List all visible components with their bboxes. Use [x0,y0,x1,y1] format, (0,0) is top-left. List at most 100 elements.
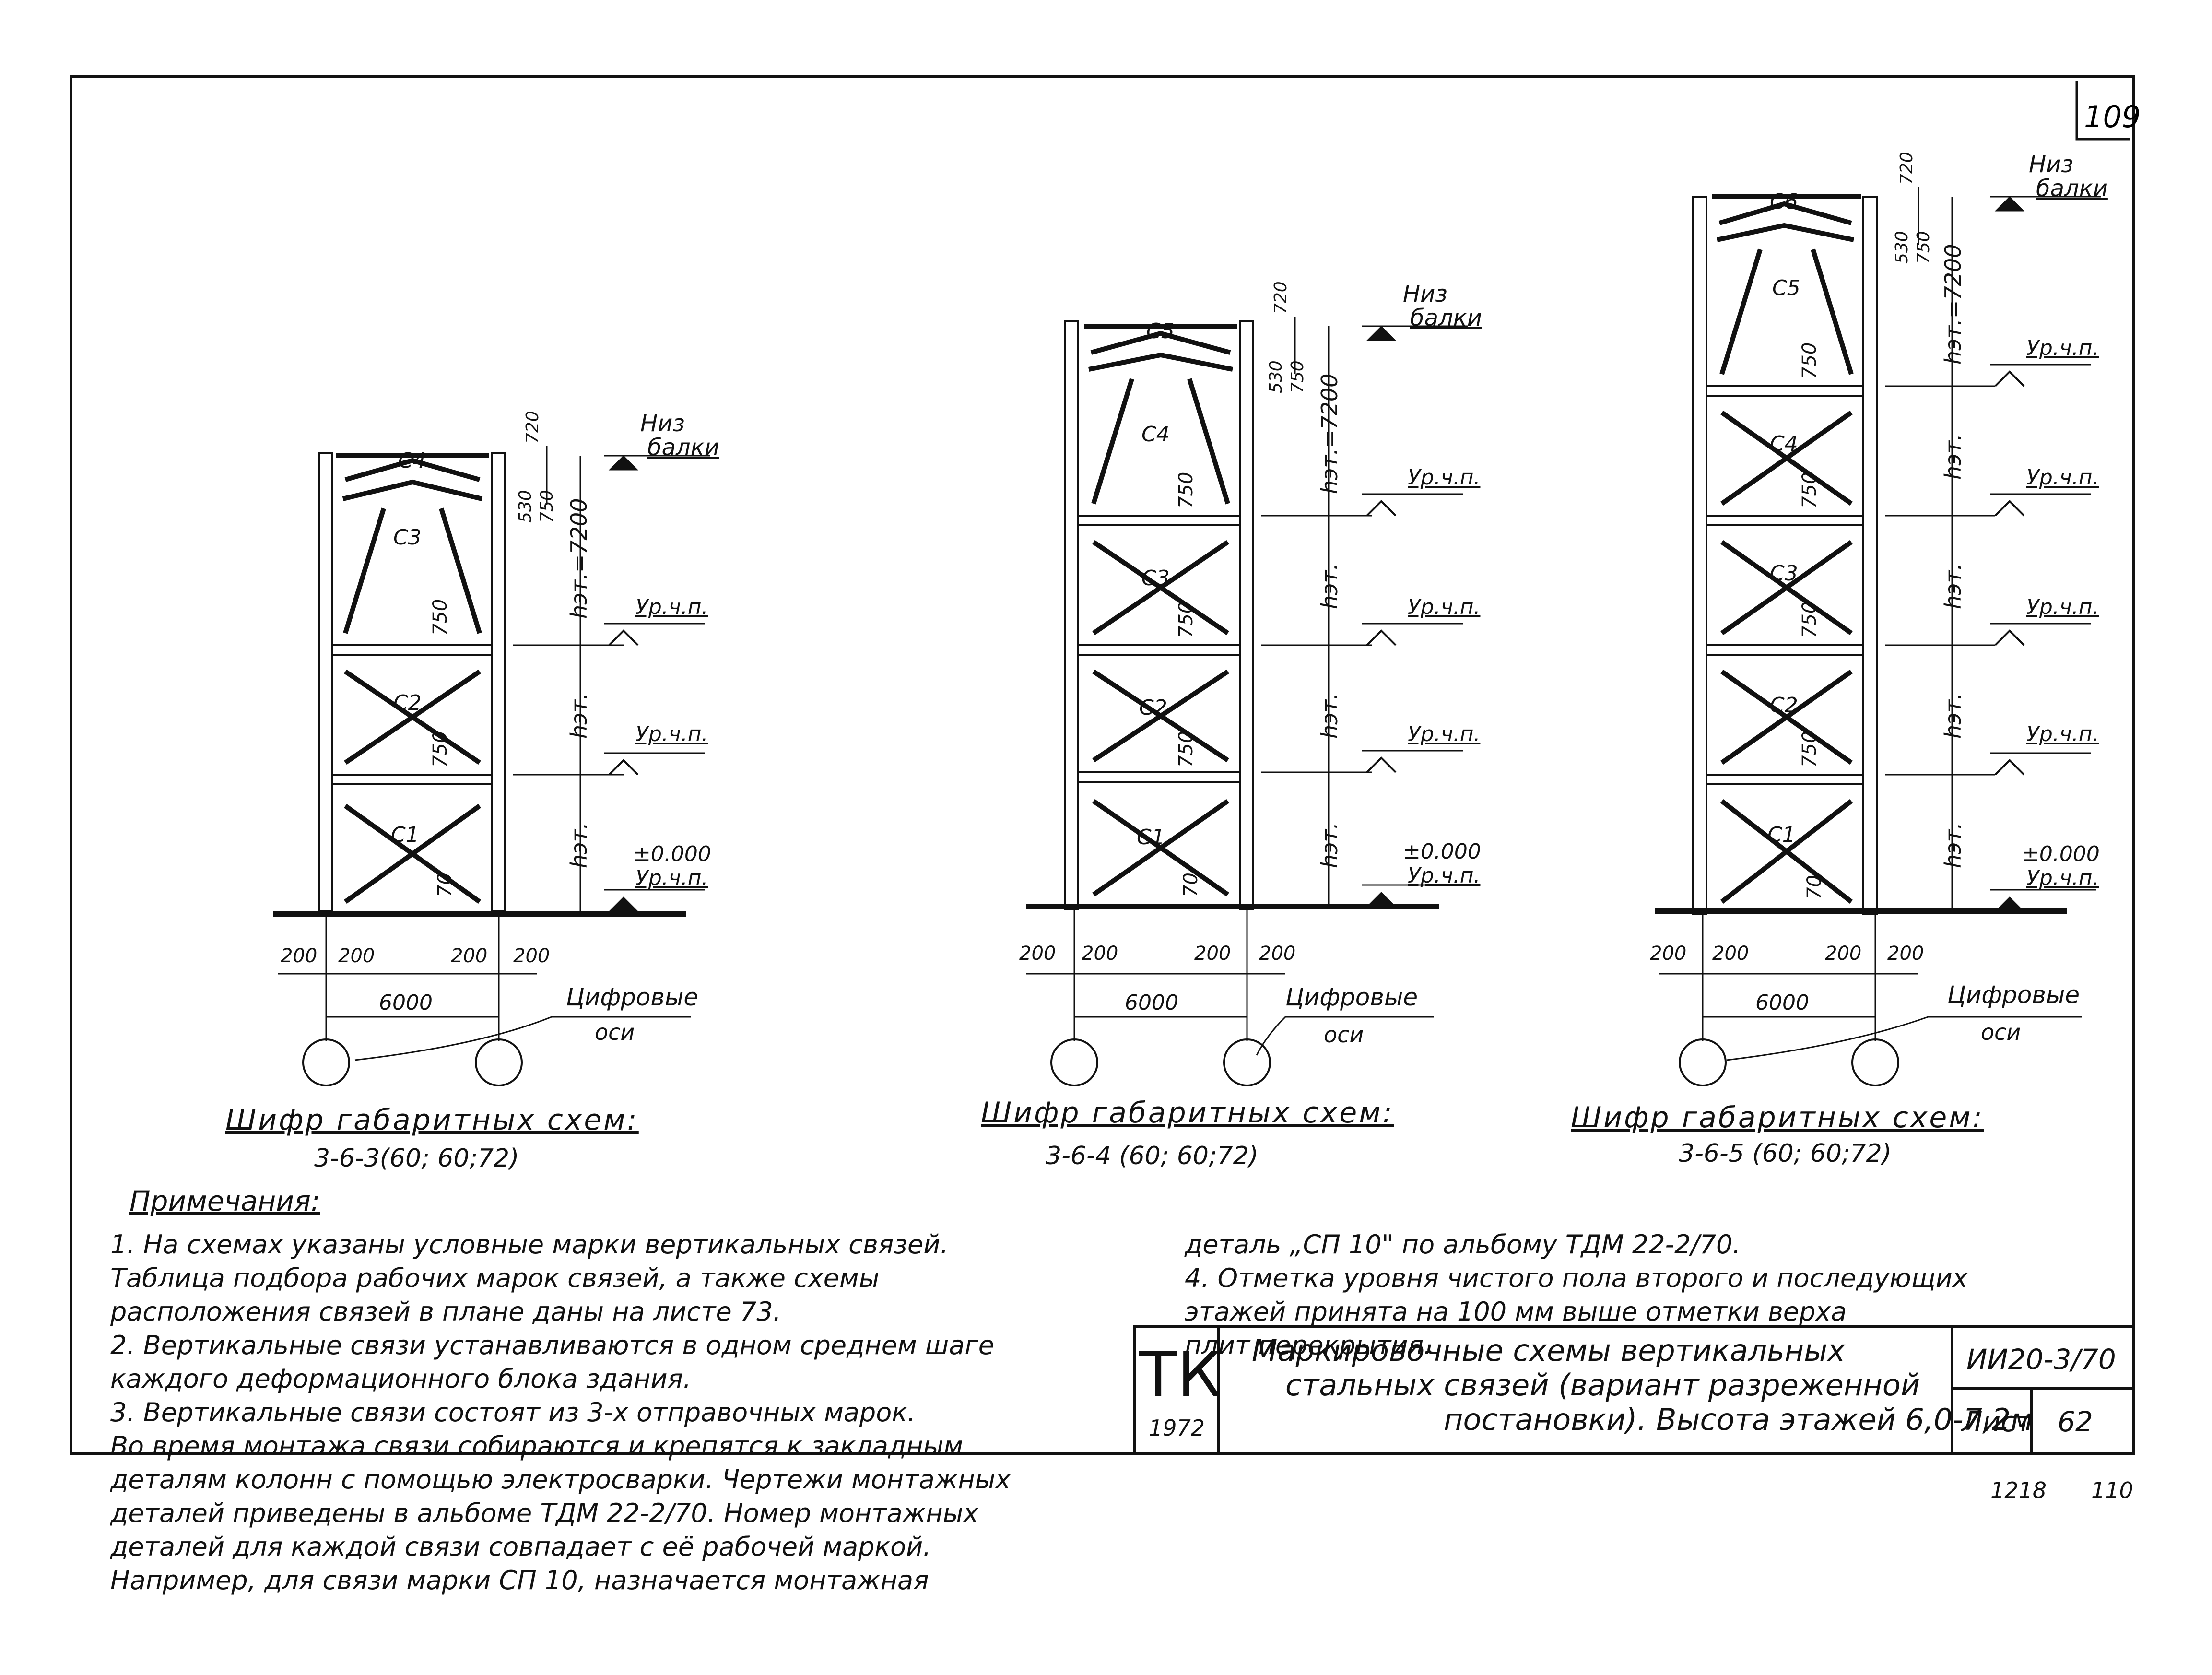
height-label: hэт. [1317,563,1342,609]
level-label: Ур.ч.п. [2026,465,2099,490]
dim-70: 70 [1803,875,1825,899]
brace-c3 [1720,540,1853,636]
bottom-dim: 200 [281,945,318,967]
note-line: этажей принята на 100 мм выше отметки ве… [1185,1297,1847,1327]
brace-c3 [439,507,482,634]
title-line: постановки). Высота этажей 6,0-7,2м [1444,1402,2033,1437]
brace-label-c6: С6 [1770,189,1798,214]
brace-c6-lower [1716,223,1855,242]
cipher-label: Шифр габаритных схем: [981,1096,1394,1130]
height-label: hэт.=7200 [1317,373,1342,494]
span-label: 6000 [379,991,433,1015]
title-block-title: Маркировочные схемы вертикальных стальны… [1252,1333,2033,1437]
level-marker [1366,629,1397,646]
axis-leader [1726,1016,2082,1061]
bottom-dim: 200 [1887,943,1924,965]
cipher-value: 3-6-4 (60; 60;72) [1046,1142,1259,1170]
column-right [1239,320,1254,910]
brace-label-c1: С1 [391,823,419,847]
brace-label-c3: С3 [1141,566,1170,590]
column-left [1692,196,1707,915]
frame-scheme-2 [1026,317,1468,1086]
axes-label: Цифровые [566,983,699,1011]
dim-750: 750 [1175,731,1197,767]
notes-heading: Примечания: [129,1185,320,1217]
note-line: 1. На схемах указаны условные марки верт… [110,1229,949,1260]
level-label: Низ [1403,281,1447,307]
dim-720: 720 [1897,152,1917,185]
dim-750: 750 [537,490,557,523]
note-line: деталей для каждой связи совпадает с её … [110,1532,931,1562]
height-label: hэт. [1940,563,1966,609]
dim-750: 750 [1799,342,1821,379]
column-left [1064,320,1079,910]
bottom-dim: 200 [513,945,550,967]
title-line: Маркировочные схемы вертикальных [1252,1333,1845,1368]
level-label: Ур.ч.п. [1408,863,1481,888]
brace-label-c1: С1 [1137,825,1165,849]
dim-750: 750 [429,731,451,767]
level-marker [1366,500,1397,517]
brace-label-c4: С4 [1141,422,1170,447]
level-label: балки [1410,305,1482,331]
axis-bubble [1679,1038,1727,1086]
level-label: ±0.000 [633,842,711,866]
level-marker [1994,896,2025,912]
sheet-border [70,75,2135,1455]
note-line: расположения связей в плане даны на лист… [110,1297,781,1327]
title-block-org: ТК [1139,1338,1222,1411]
level-label: Ур.ч.п. [1408,722,1481,746]
bottom-corner-left: 1218 [1990,1477,2047,1503]
bottom-dim: 200 [1082,943,1118,965]
level-label: Ур.ч.п. [1408,595,1481,619]
axis-leader [354,1016,691,1061]
cipher-value: 3-6-5 (60; 60;72) [1679,1139,1892,1168]
brace-c4 [344,458,481,482]
note-line: деталям колонн с помощью электросварки. … [110,1464,1011,1495]
sheet-number-box [2075,81,2130,141]
bottom-dim: 200 [1019,943,1056,965]
cipher-label: Шифр габаритных схем: [1571,1101,1984,1134]
height-label: hэт. [566,822,592,868]
brace-c1 [1092,799,1229,897]
brace-c4 [1091,378,1134,505]
brace-c4-lower [342,479,483,501]
brace-label-c5: С5 [1772,276,1800,300]
notes-left: 1. На схемах указаны условные марки верт… [110,1228,1011,1597]
title-block-sheet-label: Лист [1962,1405,2032,1438]
level-label: Ур.ч.п. [635,595,708,619]
title-block-frame [1133,1325,2135,1455]
level-label: ±0.000 [1403,839,1481,864]
note-line: Например, для связи марки СП 10, назнача… [110,1565,929,1595]
frame-scheme-3 [1655,187,2101,1086]
brace-c4 [1187,378,1230,505]
dim-750: 750 [1175,601,1197,638]
dim-70: 70 [1180,873,1202,897]
note-line: каждого деформационного блока здания. [110,1364,692,1394]
brace-c5 [1811,248,1854,375]
brace-label-c2: С2 [1770,693,1798,718]
brace-label-c5: С5 [1146,319,1175,343]
dim-70: 70 [434,873,456,897]
dim-530: 530 [1892,231,1912,264]
note-line: 2. Вертикальные связи устанавливаются в … [110,1330,994,1360]
bottom-dim: 200 [1194,943,1231,965]
level-label: Низ [640,410,685,437]
axes-label: оси [1981,1019,2021,1045]
note-line: деталь „СП 10" по альбому ТДМ 22-2/70. [1185,1229,1741,1260]
level-marker [608,629,639,646]
axis-bubble [1050,1038,1098,1086]
bottom-dim: 200 [451,945,488,967]
axes-label: оси [595,1019,635,1045]
note-line: 3. Вертикальные связи состоят из 3-х отп… [110,1397,916,1427]
level-marker [1994,196,2025,212]
dim-750: 750 [1799,472,1821,508]
level-marker [1994,759,2025,776]
brace-label-c3: С3 [1770,561,1798,586]
axis-bubble [1223,1038,1271,1086]
span-label: 6000 [1125,991,1178,1015]
height-label: hэт. [1940,693,1966,739]
bottom-dim: 200 [1825,943,1862,965]
level-label: Ур.ч.п. [635,722,708,746]
level-marker [608,896,639,912]
